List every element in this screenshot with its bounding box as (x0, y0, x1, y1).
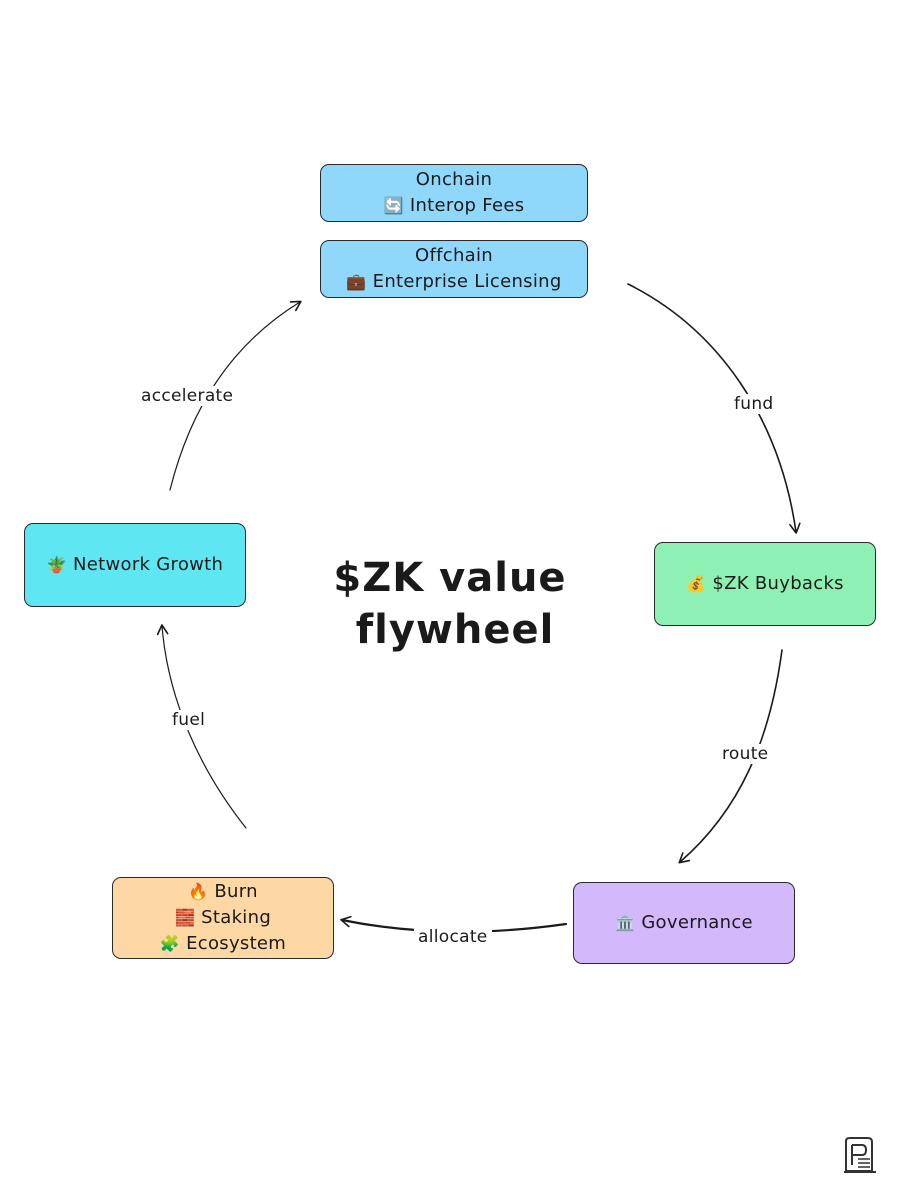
puzzle-piece-icon: 🧩 (159, 934, 181, 953)
offchain-label: Offchain (415, 245, 493, 266)
money-bag-icon: 💰 (686, 574, 707, 593)
edge-label-route: route (718, 744, 773, 764)
node-allocation: 🔥 Burn 🧱 Staking 🧩 Ecosystem (112, 877, 334, 959)
node-offchain-licensing: Offchain 💼 Enterprise Licensing (320, 240, 588, 298)
edge-label-allocate: allocate (414, 927, 492, 947)
burn-label: Burn (214, 881, 258, 902)
arrow-route (678, 649, 783, 864)
logo-icon (844, 1137, 876, 1173)
edge-label-fund: fund (730, 394, 778, 414)
bricks-icon: 🧱 (174, 908, 196, 927)
title-line-2: flywheel (355, 607, 555, 653)
node-network-growth: 🪴 Network Growth (24, 523, 246, 607)
arrow-accelerate (169, 300, 302, 491)
edge-label-fuel: fuel (168, 710, 210, 730)
briefcase-icon: 💼 (346, 272, 367, 291)
fire-icon: 🔥 (188, 882, 209, 901)
node-zk-buybacks: 💰 $ZK Buybacks (654, 542, 876, 626)
edge-label-accelerate: accelerate (137, 386, 238, 406)
node-onchain-fees: Onchain 🔄 Interop Fees (320, 164, 588, 222)
arrow-fund (627, 283, 801, 534)
refresh-icon: 🔄 (383, 196, 404, 215)
diagram-title: $ZK value flywheel (320, 552, 580, 656)
staking-label: Staking (201, 907, 272, 928)
network-growth-label: Network Growth (73, 554, 224, 575)
arrow-fuel (156, 624, 247, 829)
enterprise-licensing-label: Enterprise Licensing (372, 271, 562, 292)
title-line-1: $ZK value (333, 555, 567, 601)
classical-building-icon: 🏛️ (615, 913, 636, 932)
ecosystem-label: Ecosystem (186, 933, 287, 954)
node-governance: 🏛️ Governance (573, 882, 795, 964)
onchain-label: Onchain (415, 169, 493, 190)
potted-plant-icon: 🪴 (46, 555, 67, 574)
interop-fees-label: Interop Fees (409, 195, 525, 216)
zk-buybacks-label: $ZK Buybacks (712, 573, 844, 594)
governance-label: Governance (641, 912, 753, 933)
